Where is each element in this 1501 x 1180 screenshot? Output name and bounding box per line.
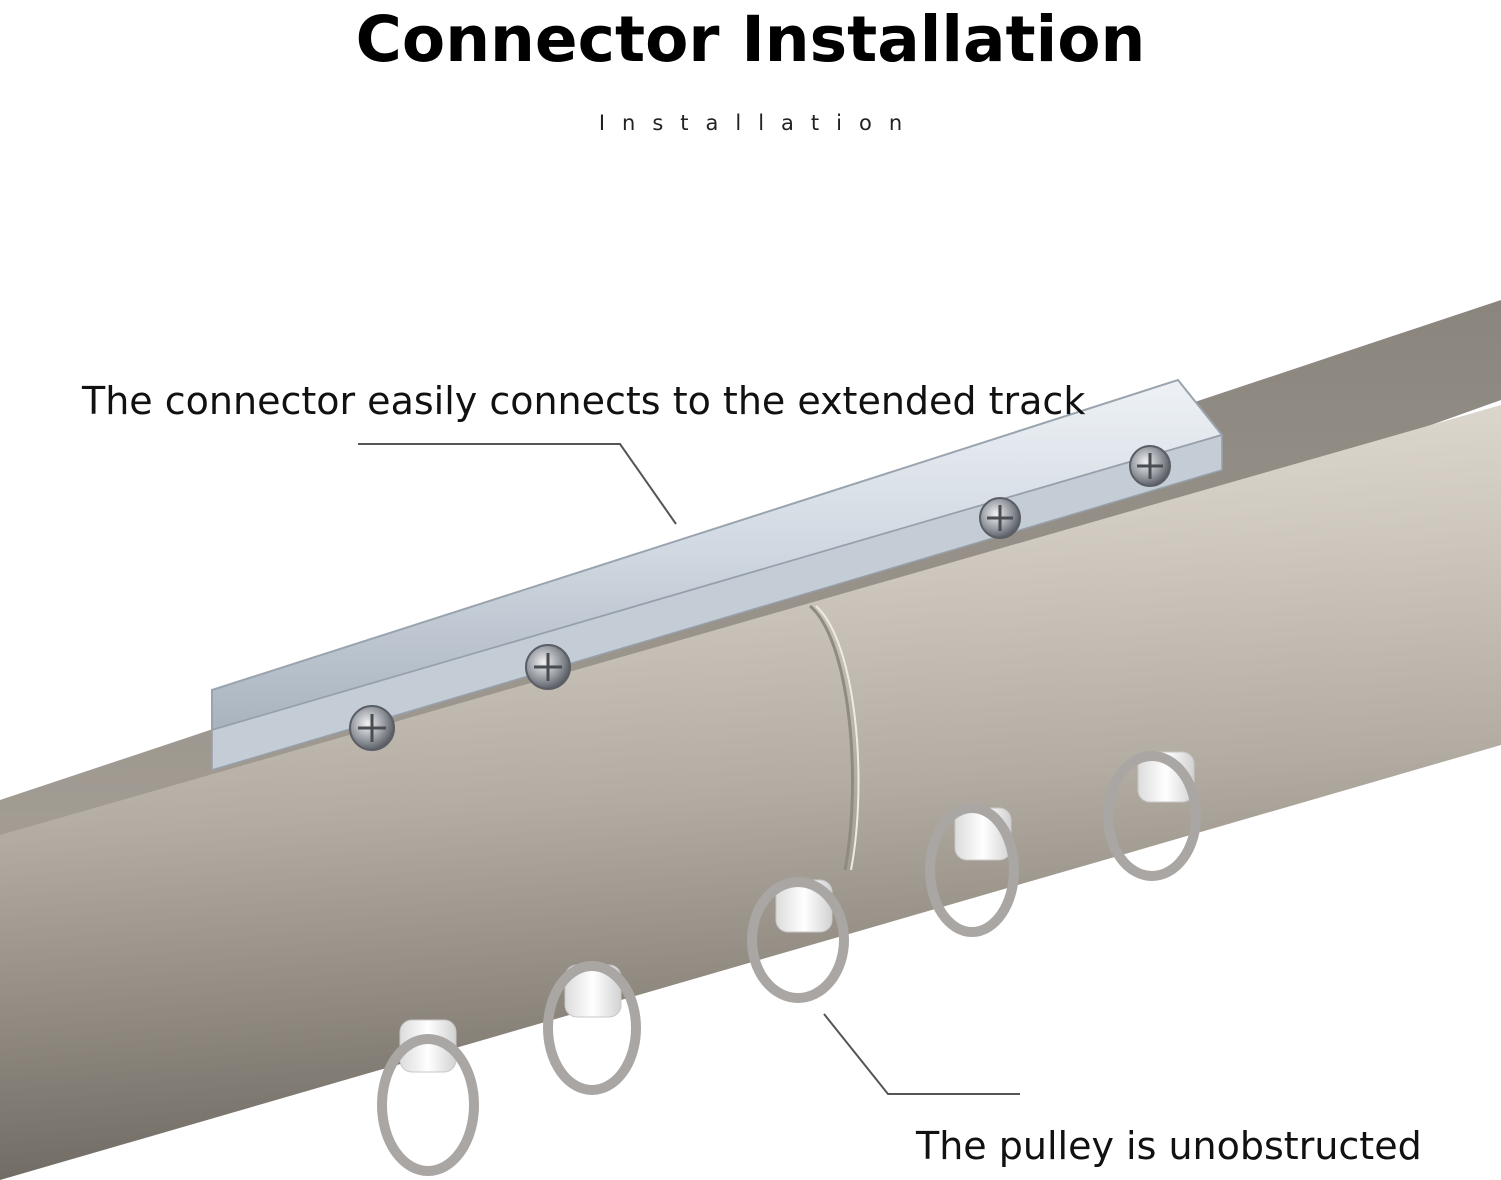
screw-icon: [525, 644, 571, 690]
pulley-ring: [377, 1019, 479, 1176]
pulley-ring: [747, 877, 849, 1003]
pulley-leader-line: [823, 1013, 1020, 1095]
track-rail-tube: [0, 405, 1501, 1180]
screw-icon: [1129, 445, 1171, 487]
pulley-callout-text: The pulley is unobstructed: [916, 1124, 1422, 1168]
screw-icon: [349, 705, 395, 751]
connector-plate: [211, 378, 1224, 772]
pulley-ring: [543, 961, 641, 1095]
pulley-ring: [1103, 751, 1201, 881]
connector-callout-text: The connector easily connects to the ext…: [82, 379, 1086, 423]
pulley-ring: [925, 803, 1019, 937]
rail-joint-seam: [809, 604, 854, 871]
screw-icon: [979, 497, 1021, 539]
page-subtitle: Installation: [598, 111, 920, 135]
connector-leader-line: [358, 443, 677, 525]
page-title: Connector Installation: [355, 3, 1146, 76]
